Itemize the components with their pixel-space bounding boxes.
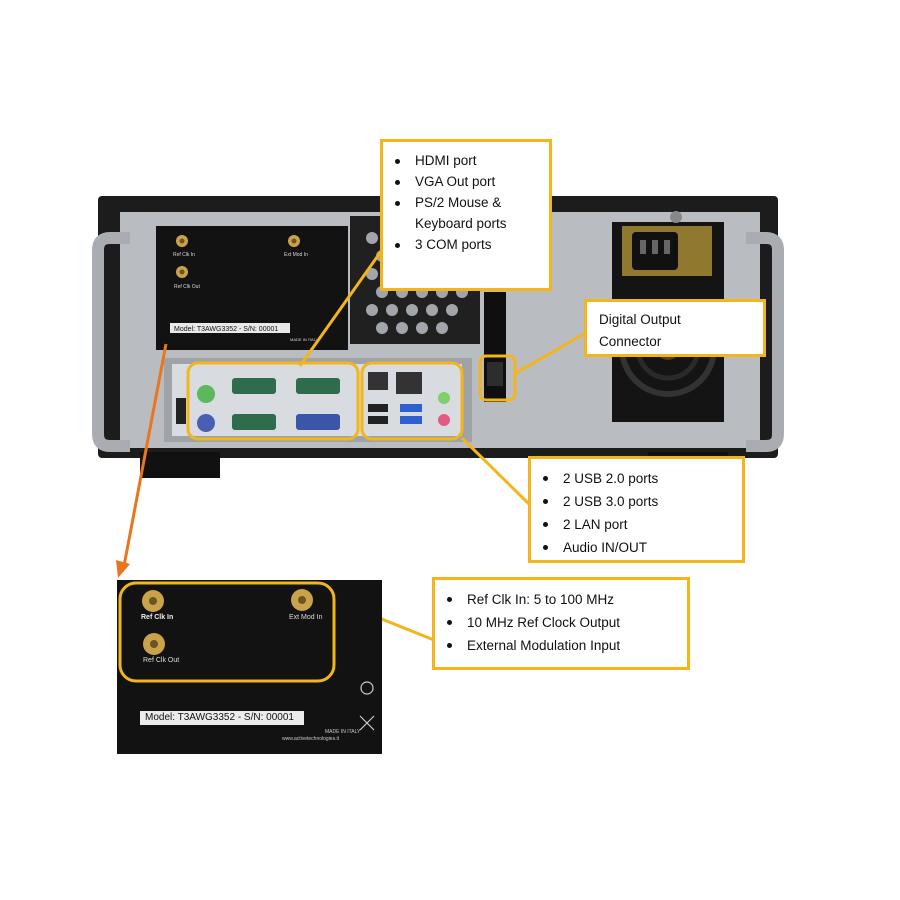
svg-text:Ref Clk Out: Ref Clk Out [174, 284, 200, 290]
zoom-model-label: Model: T3AWG3352 - S/N: 00001 [145, 712, 294, 723]
zoomed-label-panel [117, 580, 382, 754]
svg-text:Ext Mod In: Ext Mod In [284, 252, 308, 258]
svg-text:Model: T3AWG3352 - S/N: 00001: Model: T3AWG3352 - S/N: 00001 [174, 326, 278, 333]
callout-item-audio: Audio IN/OUT [531, 536, 742, 559]
callout-item-ref-clk-out: 10 MHz Ref Clock Output [435, 611, 687, 634]
digital-output-callout: Digital Output Connector [584, 299, 766, 357]
callout-item-vga: VGA Out port [383, 171, 549, 192]
zoom-ref-clk-in-label: Ref Clk In [141, 614, 174, 621]
svg-text:Ref Clk In: Ref Clk In [173, 252, 195, 258]
digital-output-line1: Digital Output [599, 312, 681, 327]
reference-clock-callout: Ref Clk In: 5 to 100 MHz 10 MHz Ref Cloc… [432, 577, 690, 670]
callout-item-ext-mod: External Modulation Input [435, 634, 687, 657]
usb-lan-audio-callout: 2 USB 2.0 ports 2 USB 3.0 ports 2 LAN po… [528, 456, 745, 563]
zoom-ext-mod-in-label: Ext Mod In [289, 614, 323, 621]
zoom-made-in-label: MADE IN ITALY [325, 729, 361, 735]
callout-item-ref-clk-in: Ref Clk In: 5 to 100 MHz [435, 588, 687, 611]
zoom-website-label: www.activetechnologies.it [282, 736, 339, 742]
io-shield [164, 358, 472, 442]
callout-item-usb2: 2 USB 2.0 ports [531, 467, 742, 490]
digital-output-slot [484, 292, 506, 402]
callout-item-com: 3 COM ports [383, 234, 549, 255]
zoom-ref-clk-out-label: Ref Clk Out [143, 657, 180, 664]
reference-clock-panel: Ref Clk In Ref Clk Out Ext Mod In Model:… [156, 226, 348, 350]
callout-item-hdmi: HDMI port [383, 150, 549, 171]
rear-ports-callout: HDMI port VGA Out port PS/2 Mouse & Keyb… [380, 139, 552, 291]
callout-item-ps2: PS/2 Mouse & Keyboard ports [383, 192, 549, 234]
svg-text:MADE IN ITALY: MADE IN ITALY [290, 337, 319, 342]
digital-output-line2: Connector [599, 334, 662, 349]
callout-item-usb3: 2 USB 3.0 ports [531, 490, 742, 513]
callout-item-lan: 2 LAN port [531, 513, 742, 536]
